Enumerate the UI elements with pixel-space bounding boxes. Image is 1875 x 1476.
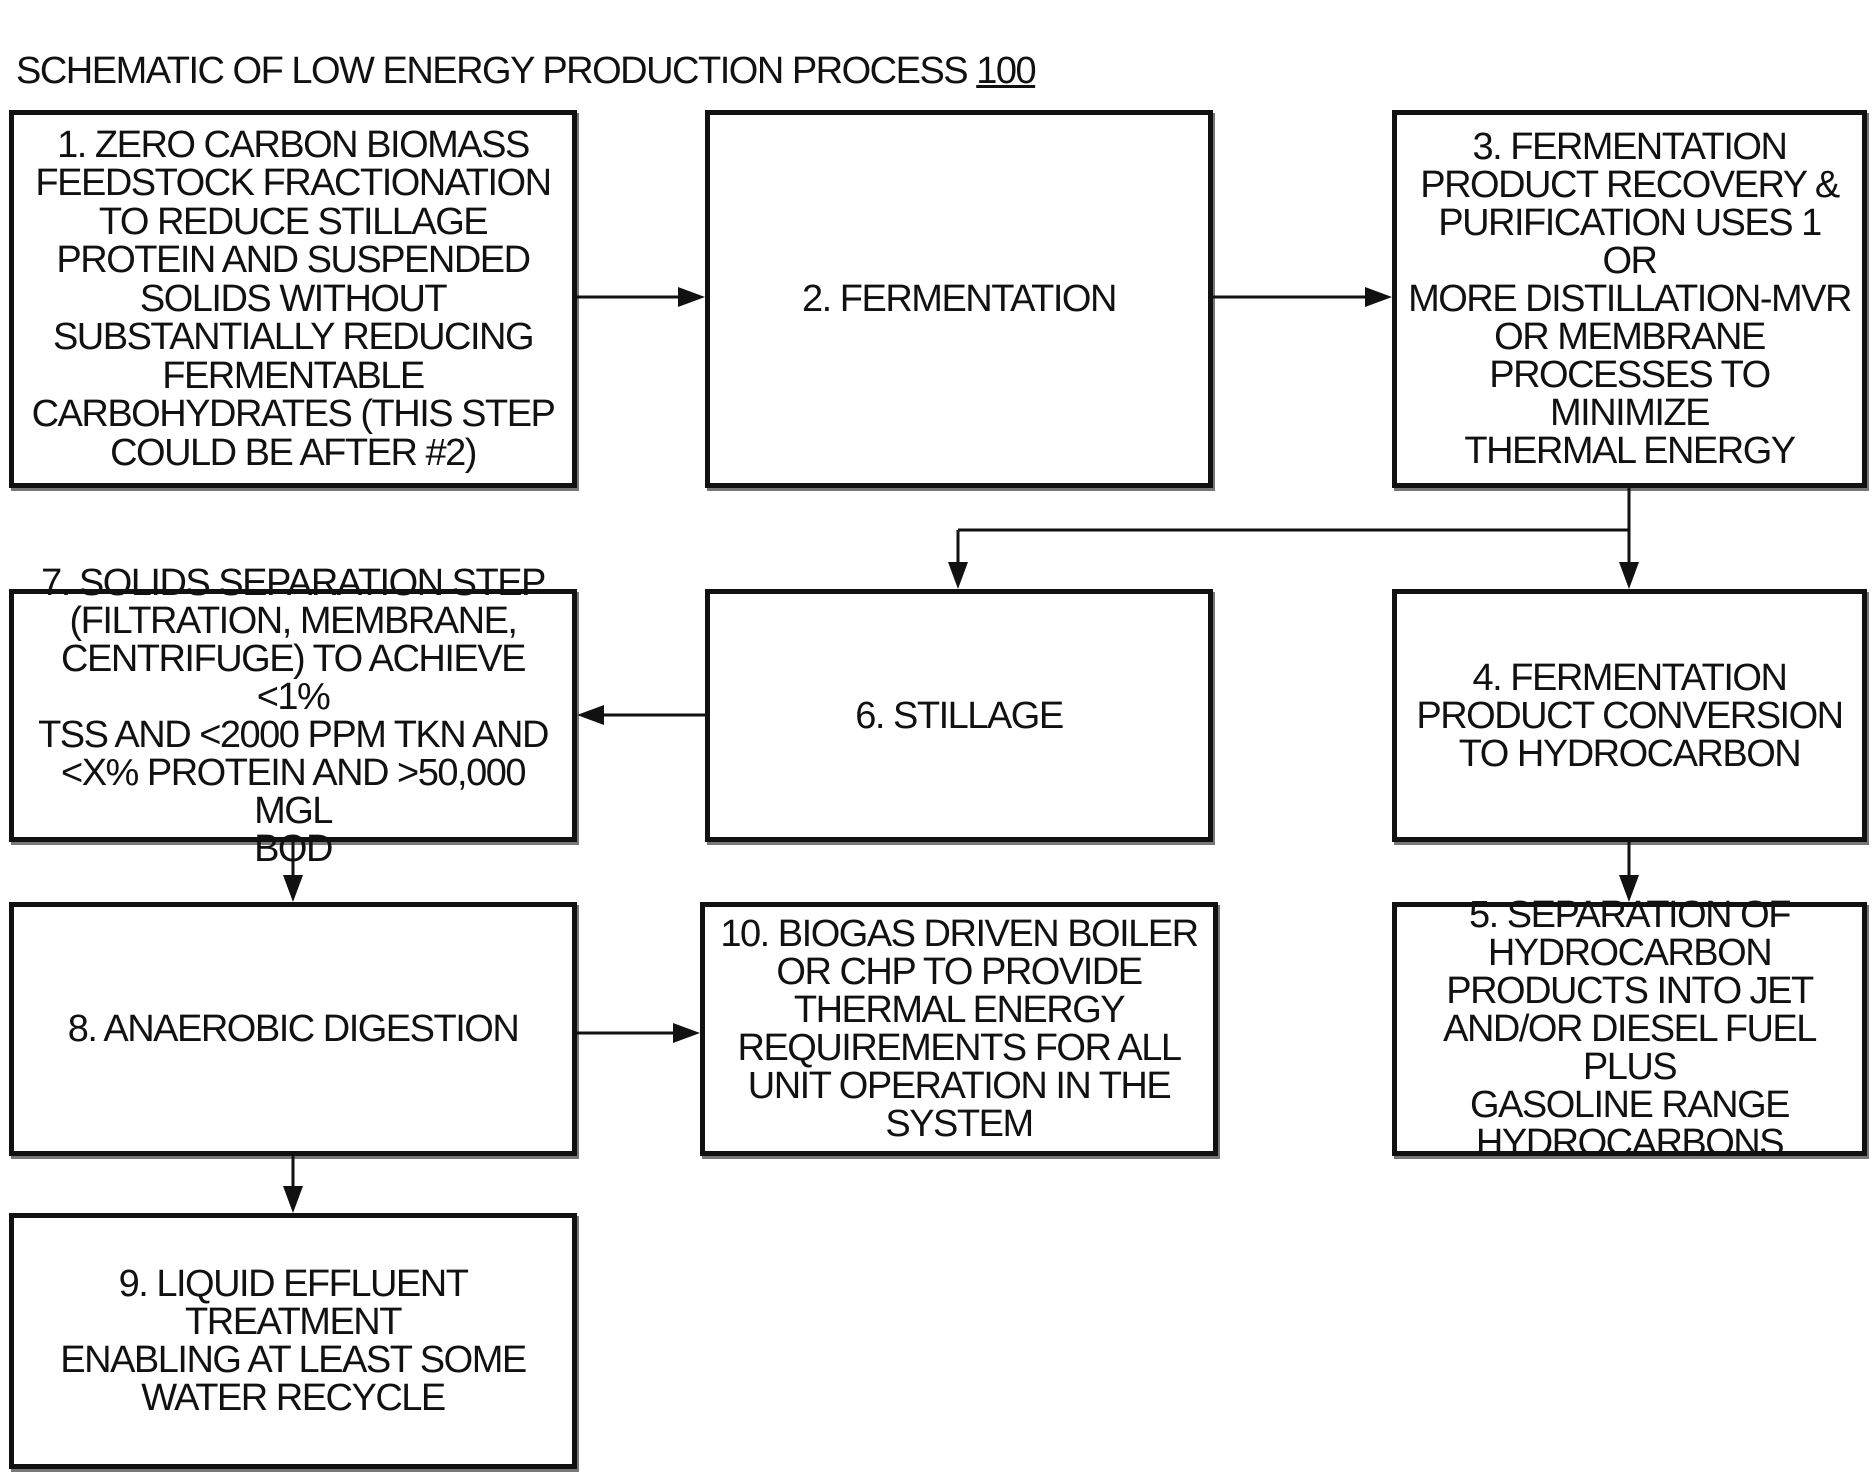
arrow-8-to-9-head bbox=[283, 1186, 303, 1213]
arrow-3-to-4-head bbox=[1619, 562, 1639, 589]
arrow-7-to-8-head bbox=[283, 875, 303, 902]
arrow-8-to-10-head bbox=[673, 1023, 700, 1043]
arrow-4-to-5-head bbox=[1619, 875, 1639, 902]
arrow-2-to-3-head bbox=[1365, 287, 1392, 307]
arrow-6-to-7-head bbox=[577, 705, 604, 725]
arrow-3-to-6-head bbox=[948, 562, 968, 589]
arrow-1-to-2-head bbox=[678, 287, 705, 307]
